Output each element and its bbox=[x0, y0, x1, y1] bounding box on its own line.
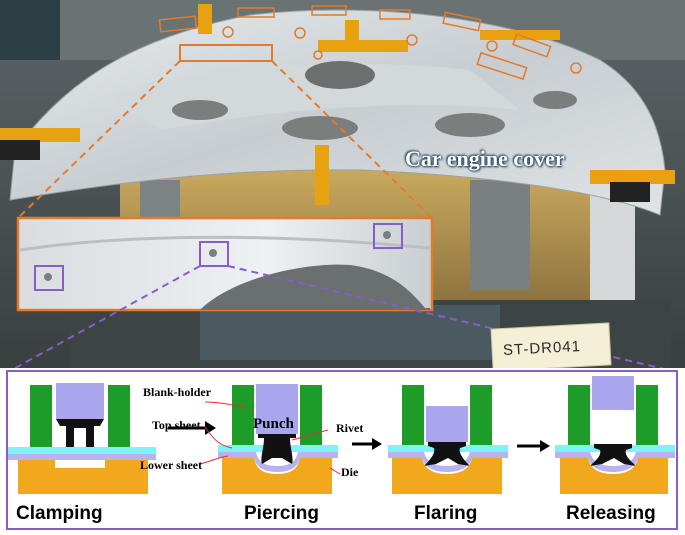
lower-sheet bbox=[8, 454, 156, 460]
blank-holder-right bbox=[470, 385, 492, 445]
lower-sheet bbox=[218, 452, 338, 472]
blank-holder-left bbox=[402, 385, 424, 445]
engine-cover-sheet bbox=[9, 9, 666, 216]
lower-sheet bbox=[555, 452, 675, 472]
leader-lower-sheet bbox=[199, 455, 229, 465]
label-lower-sheet: Lower sheet bbox=[140, 458, 203, 472]
blank-holder-right bbox=[300, 385, 322, 445]
fixture-column-right bbox=[470, 180, 530, 290]
label-blank-holder: Blank-holder bbox=[143, 385, 212, 399]
blank-holder-right bbox=[636, 385, 658, 445]
stage-flaring bbox=[388, 385, 508, 494]
zoom-inset bbox=[16, 216, 434, 312]
leader-rivet bbox=[291, 429, 329, 441]
detail-line-left bbox=[13, 265, 201, 368]
punch bbox=[256, 384, 298, 434]
inset-marker-1 bbox=[34, 265, 64, 291]
punch bbox=[56, 383, 104, 419]
stage-releasing bbox=[555, 376, 675, 494]
stage-piercing bbox=[199, 384, 341, 494]
cables bbox=[200, 305, 500, 360]
label-rivet: Rivet bbox=[336, 421, 364, 435]
engine-cover-photo bbox=[0, 0, 685, 368]
rivet bbox=[56, 419, 104, 448]
die bbox=[222, 458, 332, 494]
step-label-clamping: Clamping bbox=[16, 503, 103, 524]
cover-opening-5 bbox=[533, 91, 577, 109]
rivet bbox=[258, 434, 296, 464]
label-die: Die bbox=[341, 465, 359, 479]
arrow-2 bbox=[352, 438, 382, 450]
die bbox=[18, 460, 148, 494]
label-punch: Punch bbox=[253, 416, 294, 432]
leader-top-sheet bbox=[204, 426, 233, 449]
zoom-line-right bbox=[271, 60, 433, 219]
cover-opening-2 bbox=[172, 100, 228, 120]
stage-clamping bbox=[8, 383, 156, 494]
cabinet bbox=[0, 0, 60, 60]
lower-sheet bbox=[388, 452, 508, 472]
top-sheet bbox=[8, 447, 156, 454]
fixture-post-right bbox=[590, 190, 635, 300]
zoom-line-left bbox=[17, 60, 181, 219]
inset-marker-3 bbox=[373, 223, 403, 249]
blank-holder-right bbox=[108, 385, 130, 447]
process-diagram bbox=[8, 376, 675, 494]
station-plate bbox=[490, 322, 612, 368]
blank-holder-left bbox=[30, 385, 52, 447]
cover-opening-4 bbox=[435, 113, 505, 137]
inset-marker-2 bbox=[199, 241, 229, 267]
rivet bbox=[424, 442, 470, 466]
blank-holder-left bbox=[568, 385, 590, 445]
rivet bbox=[590, 444, 636, 466]
punch bbox=[592, 376, 634, 410]
step-label-flaring: Flaring bbox=[414, 503, 478, 524]
leader-blank-holder bbox=[204, 401, 255, 409]
die bbox=[560, 458, 668, 494]
blank-holder-left bbox=[232, 385, 254, 445]
die bbox=[392, 458, 502, 494]
punch bbox=[426, 406, 468, 442]
arrow-3 bbox=[517, 440, 550, 452]
label-top-sheet: Top sheet bbox=[152, 418, 201, 432]
leader-die bbox=[329, 467, 341, 475]
cover-opening-1 bbox=[305, 61, 375, 89]
step-label-piercing: Piercing bbox=[244, 503, 319, 524]
cover-opening-3 bbox=[282, 116, 358, 140]
highlight-region bbox=[179, 44, 273, 62]
engine-cover-label: Car engine cover bbox=[405, 146, 565, 171]
rivet-position-markers bbox=[158, 5, 582, 81]
step-label-releasing: Releasing bbox=[566, 503, 656, 524]
